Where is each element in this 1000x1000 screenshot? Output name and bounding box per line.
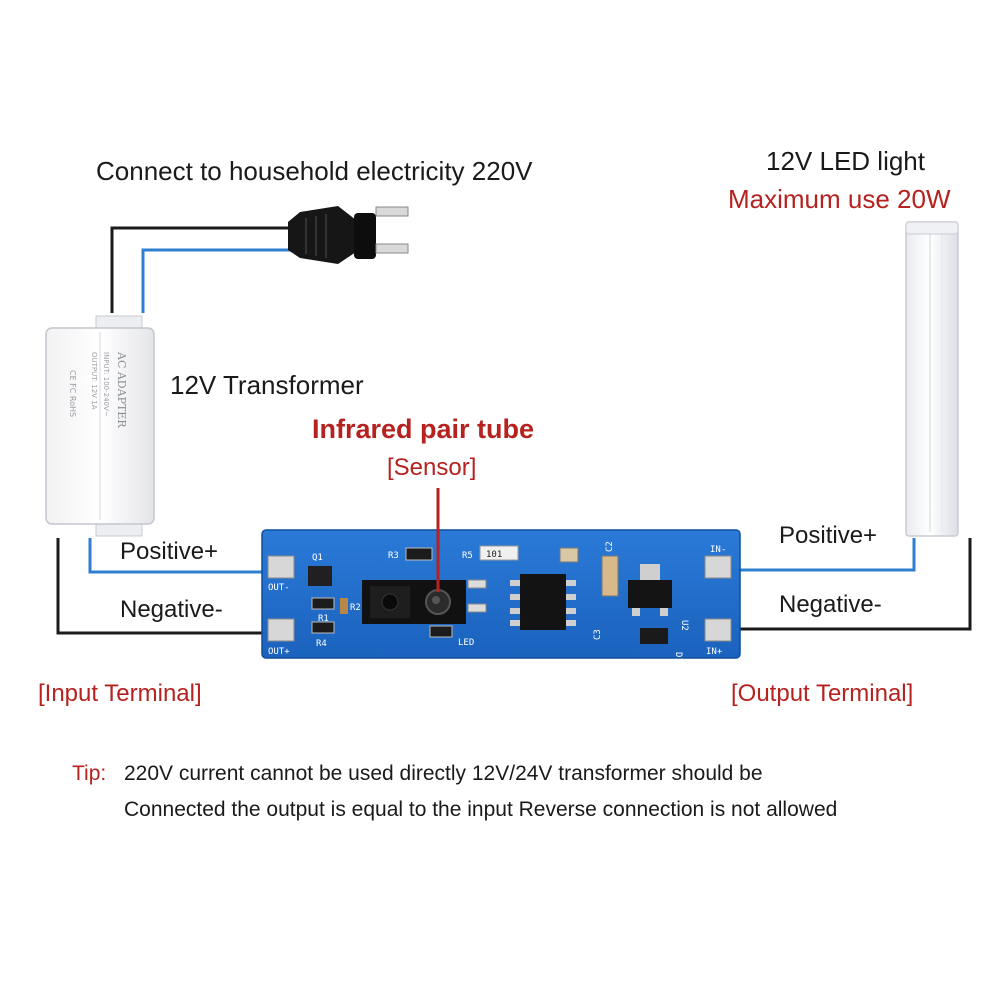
pcb-label-led: LED — [458, 638, 474, 648]
pcb-label-in-minus: IN- — [710, 545, 726, 555]
pcb-label-q1: Q1 — [312, 553, 323, 563]
input-negative-label: Negative- — [120, 596, 223, 623]
pcb-regulator-u2 — [628, 564, 672, 616]
pcb-q1 — [308, 566, 332, 586]
out-plus-pad — [267, 618, 295, 642]
in-plus-pad — [704, 618, 732, 642]
pcb-label-d1: D1 — [673, 652, 683, 663]
led-max-label: Maximum use 20W — [728, 184, 951, 214]
mains-blue-wire — [141, 248, 303, 313]
transformer-print-line-1: AC ADAPTER — [115, 351, 128, 428]
pcb-label-c2: C2 — [605, 541, 615, 552]
power-plug-icon — [288, 206, 409, 264]
led-light-tube-icon — [905, 221, 959, 537]
pcb-cap — [559, 547, 579, 563]
pcb-chip-101: 101 — [486, 550, 502, 560]
pcb-label-in-plus: IN+ — [706, 647, 723, 657]
output-terminal-label: [Output Terminal] — [731, 680, 914, 707]
pcb-label-r1: R1 — [318, 614, 329, 624]
in-minus-pad — [704, 555, 732, 579]
transformer-print-line-4: CE FC RoHS — [68, 370, 77, 417]
pcb-label-c3: C3 — [593, 629, 603, 640]
mains-label: Connect to household electricity 220V — [96, 156, 533, 186]
tip-line-1: 220V current cannot be used directly 12V… — [124, 762, 763, 785]
pcb-r5 — [479, 545, 519, 561]
pcb-label-r5: R5 — [462, 551, 473, 561]
pcb-label-r4: R4 — [316, 639, 327, 649]
pcb-c2 — [601, 555, 619, 597]
transformer-print-line-2: INPUT: 100-240V~ — [102, 352, 110, 417]
transformer-icon: AC ADAPTER INPUT: 100-240V~ OUTPUT: 12V … — [45, 315, 155, 537]
input-positive-wire — [88, 538, 288, 574]
led-title-label: 12V LED light — [766, 146, 925, 176]
sensor-title-label: Infrared pair tube — [312, 414, 535, 444]
pcb-label-r2: R2 — [350, 603, 361, 613]
sensor-pcb-board: OUT- OUT+ IN- IN+ Q1 R1 R4 R2 R3 101 R5 … — [261, 529, 741, 663]
pcb-r1 — [311, 597, 335, 610]
input-terminal-label: [Input Terminal] — [38, 680, 202, 707]
pcb-d1 — [640, 628, 668, 644]
output-positive-wire — [715, 538, 916, 572]
pcb-label-r3: R3 — [388, 551, 399, 561]
pcb-r6 — [429, 625, 453, 638]
output-negative-label: Negative- — [779, 591, 882, 618]
pcb-r2 — [340, 598, 348, 614]
tip-line-2: Connected the output is equal to the inp… — [124, 798, 838, 821]
pcb-r3 — [405, 547, 433, 561]
tip-prefix: Tip: — [72, 762, 107, 785]
out-minus-pad — [267, 555, 295, 579]
transformer-label: 12V Transformer — [170, 370, 364, 400]
pcb-ic-u1 — [510, 574, 576, 630]
pcb-label-out-plus: OUT+ — [268, 647, 290, 657]
pcb-r4 — [311, 621, 335, 634]
input-negative-wire — [56, 538, 288, 635]
input-positive-label: Positive+ — [120, 538, 219, 565]
output-negative-wire — [715, 538, 972, 631]
mains-black-wire — [110, 226, 297, 313]
sensor-sub-label: [Sensor] — [387, 454, 477, 481]
pcb-label-u2: U2 — [679, 620, 689, 631]
pcb-label-out-minus: OUT- — [268, 583, 290, 593]
pcb-diode — [467, 579, 487, 589]
output-positive-label: Positive+ — [779, 522, 878, 549]
transformer-print-line-3: OUTPUT: 12V 1A — [90, 352, 98, 410]
